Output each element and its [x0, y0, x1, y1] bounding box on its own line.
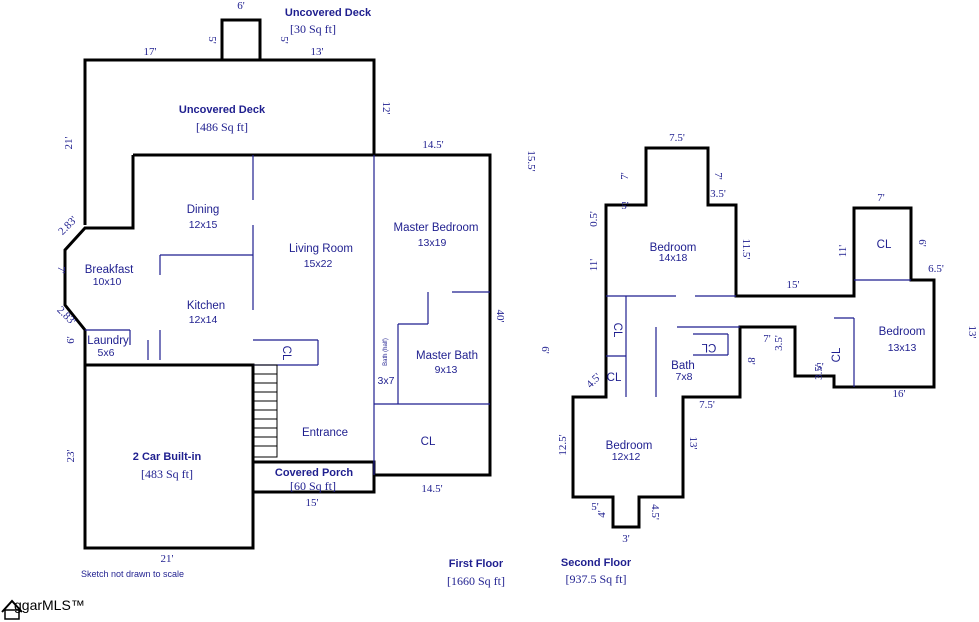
dim-17: 17'	[144, 46, 157, 58]
dim-s12-5: 12.5'	[557, 434, 569, 455]
dim-s0-5: 0.5'	[588, 211, 600, 227]
room-living: Living Room	[289, 243, 353, 255]
dim-2-83a: 2.83'	[56, 214, 80, 238]
room-kitchen-size: 12x14	[189, 314, 218, 326]
scale-note: Sketch not drawn to scale	[81, 569, 184, 579]
dim-2-83b: 2.83'	[54, 304, 78, 328]
second-floor-title: Second Floor	[561, 557, 632, 569]
dim-s7b: 7'	[877, 192, 885, 204]
room-breakfast-size: 10x10	[93, 276, 122, 288]
dim-5a: 5'	[206, 36, 218, 44]
deck-small-title: Uncovered Deck	[285, 7, 372, 19]
room-master-bedroom: Master Bedroom	[393, 222, 478, 234]
deck-small-area: [30 Sq ft]	[290, 22, 336, 36]
dim-15-5: 15.5'	[525, 150, 537, 171]
room-cl-c: CL	[701, 341, 716, 353]
room-bath-second: Bath	[671, 360, 695, 372]
dim-40: 40'	[494, 310, 506, 323]
room-cl-top: CL	[877, 239, 892, 251]
dim-s5-right: 5'	[816, 361, 824, 373]
room-bedroom-bottom: Bedroom	[606, 440, 653, 452]
room-kitchen: Kitchen	[187, 300, 225, 312]
room-cl-first-2: CL	[421, 436, 436, 448]
room-laundry: Laundry	[87, 335, 129, 347]
dim-s7: 7'	[619, 172, 631, 180]
room-entrance: Entrance	[302, 427, 348, 439]
dim-23: 23'	[65, 449, 77, 462]
dim-s7-5: 7.5'	[669, 132, 685, 144]
house-logo-icon	[1, 599, 23, 620]
second-floor-area: [937.5 Sq ft]	[566, 572, 627, 586]
room-cl-first-1: CL	[280, 346, 292, 361]
dim-s5: 5'	[621, 200, 629, 212]
dim-6c: 6'	[539, 346, 551, 354]
dim-s8: 8'	[745, 357, 757, 365]
room-cl-d: CL	[831, 347, 843, 362]
dim-12: 12'	[380, 102, 392, 115]
room-breakfast: Breakfast	[85, 264, 134, 276]
room-bath-second-size: 7x8	[676, 371, 693, 383]
room-bedroom-right: Bedroom	[879, 326, 926, 338]
dim-14-5a: 14.5'	[422, 139, 443, 151]
first-floor-title: First Floor	[449, 558, 504, 570]
dim-14-5b: 14.5'	[421, 483, 442, 495]
room-dining-size: 12x15	[189, 219, 218, 231]
room-laundry-size: 5x6	[98, 347, 115, 359]
room-cl-a: CL	[611, 323, 623, 338]
dim-s11: 11'	[588, 259, 600, 272]
dim-s4: 4'	[596, 510, 608, 518]
second-floor-walls	[571, 146, 936, 529]
dim-6b: 6'	[65, 336, 77, 344]
dim-s7-side: 7'	[712, 172, 724, 180]
room-bedroom-right-size: 13x13	[888, 342, 917, 354]
dim-s3-5c: 3.5'	[813, 364, 825, 380]
dim-s5b: 5'	[591, 501, 599, 513]
first-floor-area: [1660 Sq ft]	[447, 574, 505, 588]
room-bedroom-top: Bedroom	[650, 242, 697, 254]
dim-s13b: 13'	[687, 437, 699, 450]
porch-area: [60 Sq ft]	[290, 479, 336, 493]
room-bath-half-size: 3x7	[378, 375, 395, 387]
dim-s6: 6'	[916, 239, 928, 247]
room-bedroom-bottom-size: 12x12	[612, 451, 641, 463]
dim-s4-5a: 4.5'	[584, 371, 604, 391]
dim-s7c: 7'	[763, 333, 771, 345]
dim-s11b: 11'	[837, 245, 849, 258]
dim-s3-5b: 3.5'	[773, 335, 785, 351]
dim-21: 21'	[63, 136, 75, 149]
dim-7: 7'	[55, 266, 67, 274]
room-master-bath-size: 9x13	[435, 364, 458, 376]
dim-15: 15'	[306, 497, 319, 509]
dim-13: 13'	[311, 46, 324, 58]
room-master-bath: Master Bath	[416, 350, 478, 362]
dim-5b: 5'	[278, 36, 290, 44]
room-dining: Dining	[187, 204, 220, 216]
dim-s3-5: 3.5'	[710, 188, 726, 200]
first-floor-interior	[85, 155, 490, 475]
dim-s13: 13'	[966, 326, 978, 339]
dim-s7-5b: 7.5'	[699, 399, 715, 411]
dim-6: 6'	[237, 0, 245, 12]
room-cl-b: CL	[607, 372, 622, 384]
dim-s16: 16'	[893, 388, 906, 400]
mls-logo: ggarMLS™	[14, 597, 85, 613]
deck-large-area: [486 Sq ft]	[196, 120, 248, 134]
dim-s15: 15'	[787, 279, 800, 291]
room-living-size: 15x22	[304, 258, 333, 270]
dim-s4-5b: 4.5'	[649, 504, 661, 520]
dim-s3: 3'	[622, 533, 630, 545]
second-floor-interior	[606, 279, 911, 397]
room-bedroom-top-size: 14x18	[659, 252, 688, 264]
garage-title: 2 Car Built-in	[133, 451, 202, 463]
garage-area: [483 Sq ft]	[141, 467, 193, 481]
room-master-bedroom-size: 13x19	[418, 237, 447, 249]
dim-21b: 21'	[161, 553, 174, 565]
deck-large-title: Uncovered Deck	[179, 104, 266, 116]
dim-s6-5: 6.5'	[928, 263, 944, 275]
dim-s11-5: 11.5'	[740, 239, 752, 260]
room-bath-half: Bath (half)	[383, 338, 389, 366]
porch-title: Covered Porch	[275, 467, 354, 479]
